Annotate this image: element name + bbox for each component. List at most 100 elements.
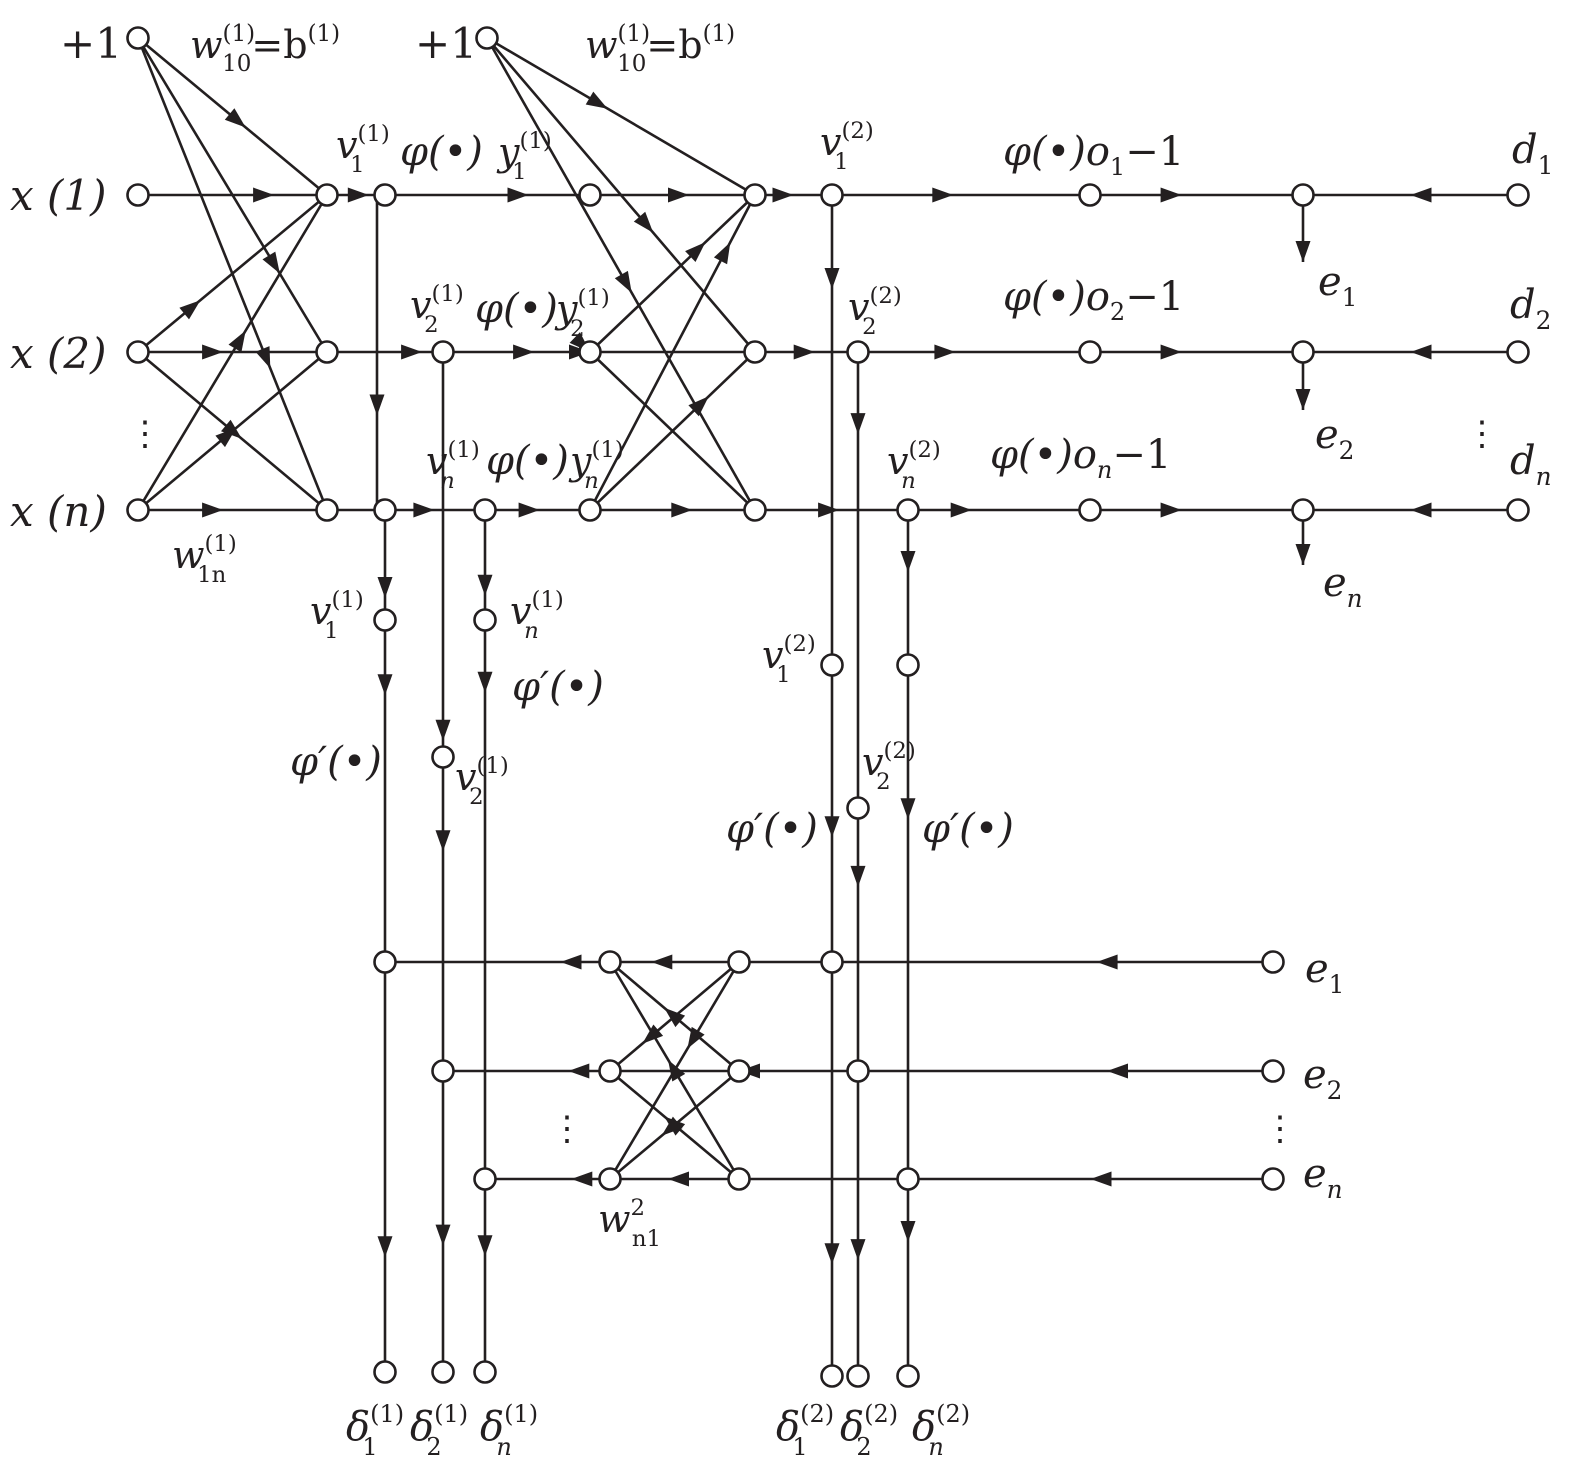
bias-to-sum1-arrow <box>224 108 246 128</box>
w1n-label: w(1)1n <box>172 531 237 588</box>
bias-weight-label-2: w(1)10=b(1) <box>585 21 735 77</box>
v22-branch-down-arrow <box>850 413 866 435</box>
v2-2-node <box>846 340 870 364</box>
bias2-to-sum2b <box>486 37 756 353</box>
y2-node <box>578 340 602 364</box>
delta2-2-node <box>846 1364 870 1388</box>
v12-branch-down-arrow <box>824 268 840 289</box>
back-en-junction <box>896 1167 920 1191</box>
deltan-1-node <box>473 1360 497 1384</box>
d2-node <box>1506 340 1530 364</box>
v2-branch-down-arrow <box>435 719 451 741</box>
deltan-1-arrow <box>477 1235 493 1257</box>
vn-2-label: v(2)n <box>887 437 941 494</box>
delta2-1-arrow <box>435 1224 451 1246</box>
vn-deriv-label: v(1)n <box>510 587 564 644</box>
vdots-right: ⋮ <box>1465 414 1499 454</box>
delta2-2-arrow <box>850 1239 866 1261</box>
sum1-node <box>315 183 339 207</box>
phi-prime-1-label: φ′(•) <box>290 739 382 785</box>
w-21-arrow <box>664 1007 686 1028</box>
err2-node <box>1291 340 1315 364</box>
vn-1-node <box>473 498 497 522</box>
vn-2-node <box>896 498 920 522</box>
v1-deriv-label: v(1)1 <box>310 587 364 644</box>
sum2b-node <box>743 340 767 364</box>
d1-node <box>1506 183 1530 207</box>
v2-deriv-label: v(1)2 <box>455 753 509 810</box>
sum1b-to-v12-arrow <box>772 187 794 203</box>
bias-weight-label-1: w(1)10=b(1) <box>190 21 340 77</box>
xn-to-sum2-arrow <box>215 427 237 448</box>
out-n-label: φ(•)on−1 <box>990 432 1171 484</box>
bias-label-2: +1 <box>415 19 477 68</box>
w-left-n <box>598 1167 622 1191</box>
on-to-errn-arrow <box>1160 502 1182 518</box>
v1-deriv-node <box>373 608 397 632</box>
sumn-to-vn-arrow <box>413 502 435 518</box>
xn-to-sum1 <box>136 194 329 511</box>
sum1-to-v1-arrow <box>347 187 369 203</box>
dn-to-errn-arrow <box>1410 502 1432 518</box>
v1-branch-top-arrow <box>369 394 385 416</box>
delta2-1-label: δ(1)2 <box>410 1400 468 1461</box>
vdots-back-left: ⋮ <box>550 1109 584 1149</box>
e1-back-arrow <box>1096 954 1118 970</box>
v2-1-node <box>431 340 455 364</box>
e2-input-node <box>1261 1059 1285 1083</box>
vn2-to-on-arrow <box>950 502 972 518</box>
x2-to-sum2-arrow <box>202 344 224 360</box>
xn-to-sum1-arrow <box>228 330 246 353</box>
x1-to-sum1-arrow <box>253 187 275 203</box>
vn-phi-prime-arrow <box>477 671 493 693</box>
back-d2-node <box>431 1059 455 1083</box>
v22-to-o2-arrow <box>934 344 956 360</box>
e1-back-label: e1 <box>1305 946 1344 999</box>
vn2-phi-prime-arrow <box>900 798 916 820</box>
v2-1-label: v(1)2 <box>410 281 464 338</box>
vdots-left: ⋮ <box>128 414 162 454</box>
v22-deriv-node <box>846 796 870 820</box>
deltan-2-label: δ(2)n <box>912 1400 970 1461</box>
y2-label: y(1)2 <box>554 285 610 342</box>
yn-to-sum2b-arrow <box>688 396 709 417</box>
delta1-1-label: δ(1)1 <box>346 1400 404 1461</box>
y2-to-sum1b <box>589 194 756 353</box>
bias-to-sum2-arrow <box>262 251 280 274</box>
w-right-n <box>727 1167 751 1191</box>
v12-phi-prime-arrow <box>824 816 840 838</box>
bias-to-sumn-arrow <box>255 346 271 369</box>
phi-prime-n-label: φ′(•) <box>512 664 604 710</box>
bias2-to-sumnb <box>485 37 757 511</box>
yn-node <box>578 498 602 522</box>
v1-to-y1-arrow <box>507 187 529 203</box>
y1-to-sum1b-arrow <box>668 187 689 203</box>
w-left-1 <box>598 950 622 974</box>
phi-prime-12-label: φ′(•) <box>726 806 818 852</box>
w-1n-arrow <box>687 1026 705 1049</box>
delta1-2-arrow <box>824 1243 840 1265</box>
bias2-to-sumnb-arrow <box>614 270 632 293</box>
graph-edges <box>136 36 1518 1376</box>
w-2n-arrow <box>661 1116 683 1136</box>
sumnb-to-vn2-arrow <box>818 502 840 518</box>
sum2b-to-v22-arrow <box>793 344 815 360</box>
en-back-label: en <box>1303 1151 1343 1204</box>
en-forward-label: en <box>1323 560 1363 613</box>
x2-to-sumn-arrow <box>221 419 242 439</box>
d1-to-err1-arrow <box>1410 187 1432 203</box>
graph-labels: +1+1x (1)x (2)x (n)⋮⋮⋮⋮w(1)10=b(1)w(1)10… <box>10 19 1553 1461</box>
sum2-node <box>315 340 339 364</box>
v22-phi-prime-arrow <box>850 865 866 887</box>
back-d1-node <box>373 950 397 974</box>
back-e1-junction <box>820 950 844 974</box>
v1-2-label: v(2)1 <box>820 118 874 175</box>
vn-deriv-node <box>473 608 497 632</box>
x2-label: x (2) <box>10 329 107 378</box>
delta1-1-arrow <box>377 1236 393 1258</box>
sum1b-node <box>743 183 767 207</box>
d1-label: d1 <box>1512 127 1553 180</box>
vn2-deriv-node <box>896 653 920 677</box>
